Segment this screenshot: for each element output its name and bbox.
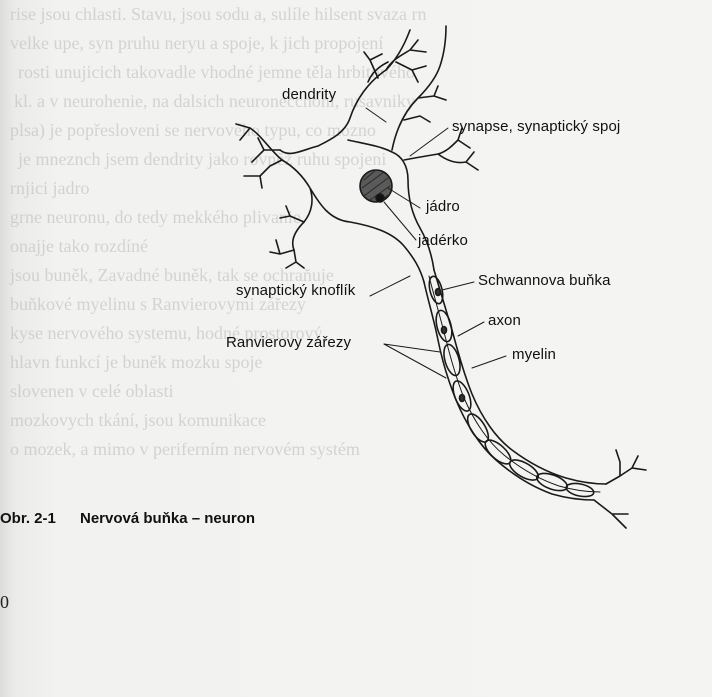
figure-title: Nervová buňka – neuron bbox=[80, 510, 255, 527]
cell-body-inner bbox=[348, 140, 434, 270]
dendrite-top bbox=[364, 40, 426, 82]
leader-jadro bbox=[388, 188, 420, 208]
dendrite-top-inner bbox=[392, 26, 446, 150]
schwann-nucleus bbox=[442, 327, 447, 334]
myelin-segment bbox=[565, 481, 595, 499]
myelin-segment bbox=[441, 343, 463, 378]
figure-caption: Obr. 2-1Nervová buňka – neuron bbox=[0, 510, 255, 527]
axon-inner bbox=[434, 270, 606, 484]
dendrite-lower-left bbox=[270, 206, 304, 268]
leader-knoflik bbox=[370, 276, 410, 296]
nucleolus bbox=[376, 194, 384, 202]
label-dendrity: dendrity bbox=[282, 86, 336, 103]
leader-axon bbox=[458, 322, 484, 336]
label-synapse: synapse, synaptický spoj bbox=[452, 118, 620, 135]
label-jaderko: jadérko bbox=[418, 232, 468, 249]
figure-number: Obr. 2-1 bbox=[0, 510, 80, 527]
label-axon: axon bbox=[488, 312, 521, 329]
leader-myelin bbox=[472, 356, 506, 368]
dendrite-left bbox=[236, 124, 282, 188]
schwann-nucleus bbox=[436, 289, 441, 296]
leader-dendrity bbox=[366, 108, 386, 122]
leader-schwann bbox=[442, 282, 474, 290]
label-jadro: jádro bbox=[426, 198, 460, 215]
page-number: 0 bbox=[0, 592, 9, 613]
schwann-nucleus bbox=[460, 395, 465, 402]
leader-ranvier-1 bbox=[384, 344, 440, 352]
leader-ranvier-2 bbox=[384, 344, 446, 378]
axon-terminal bbox=[594, 450, 646, 528]
label-myelin: myelin bbox=[512, 346, 556, 363]
label-ranvier: Ranvierovy zářezy bbox=[226, 334, 351, 351]
label-schwann: Schwannova buňka bbox=[478, 272, 611, 289]
label-knoflik: synaptický knoflík bbox=[236, 282, 355, 299]
